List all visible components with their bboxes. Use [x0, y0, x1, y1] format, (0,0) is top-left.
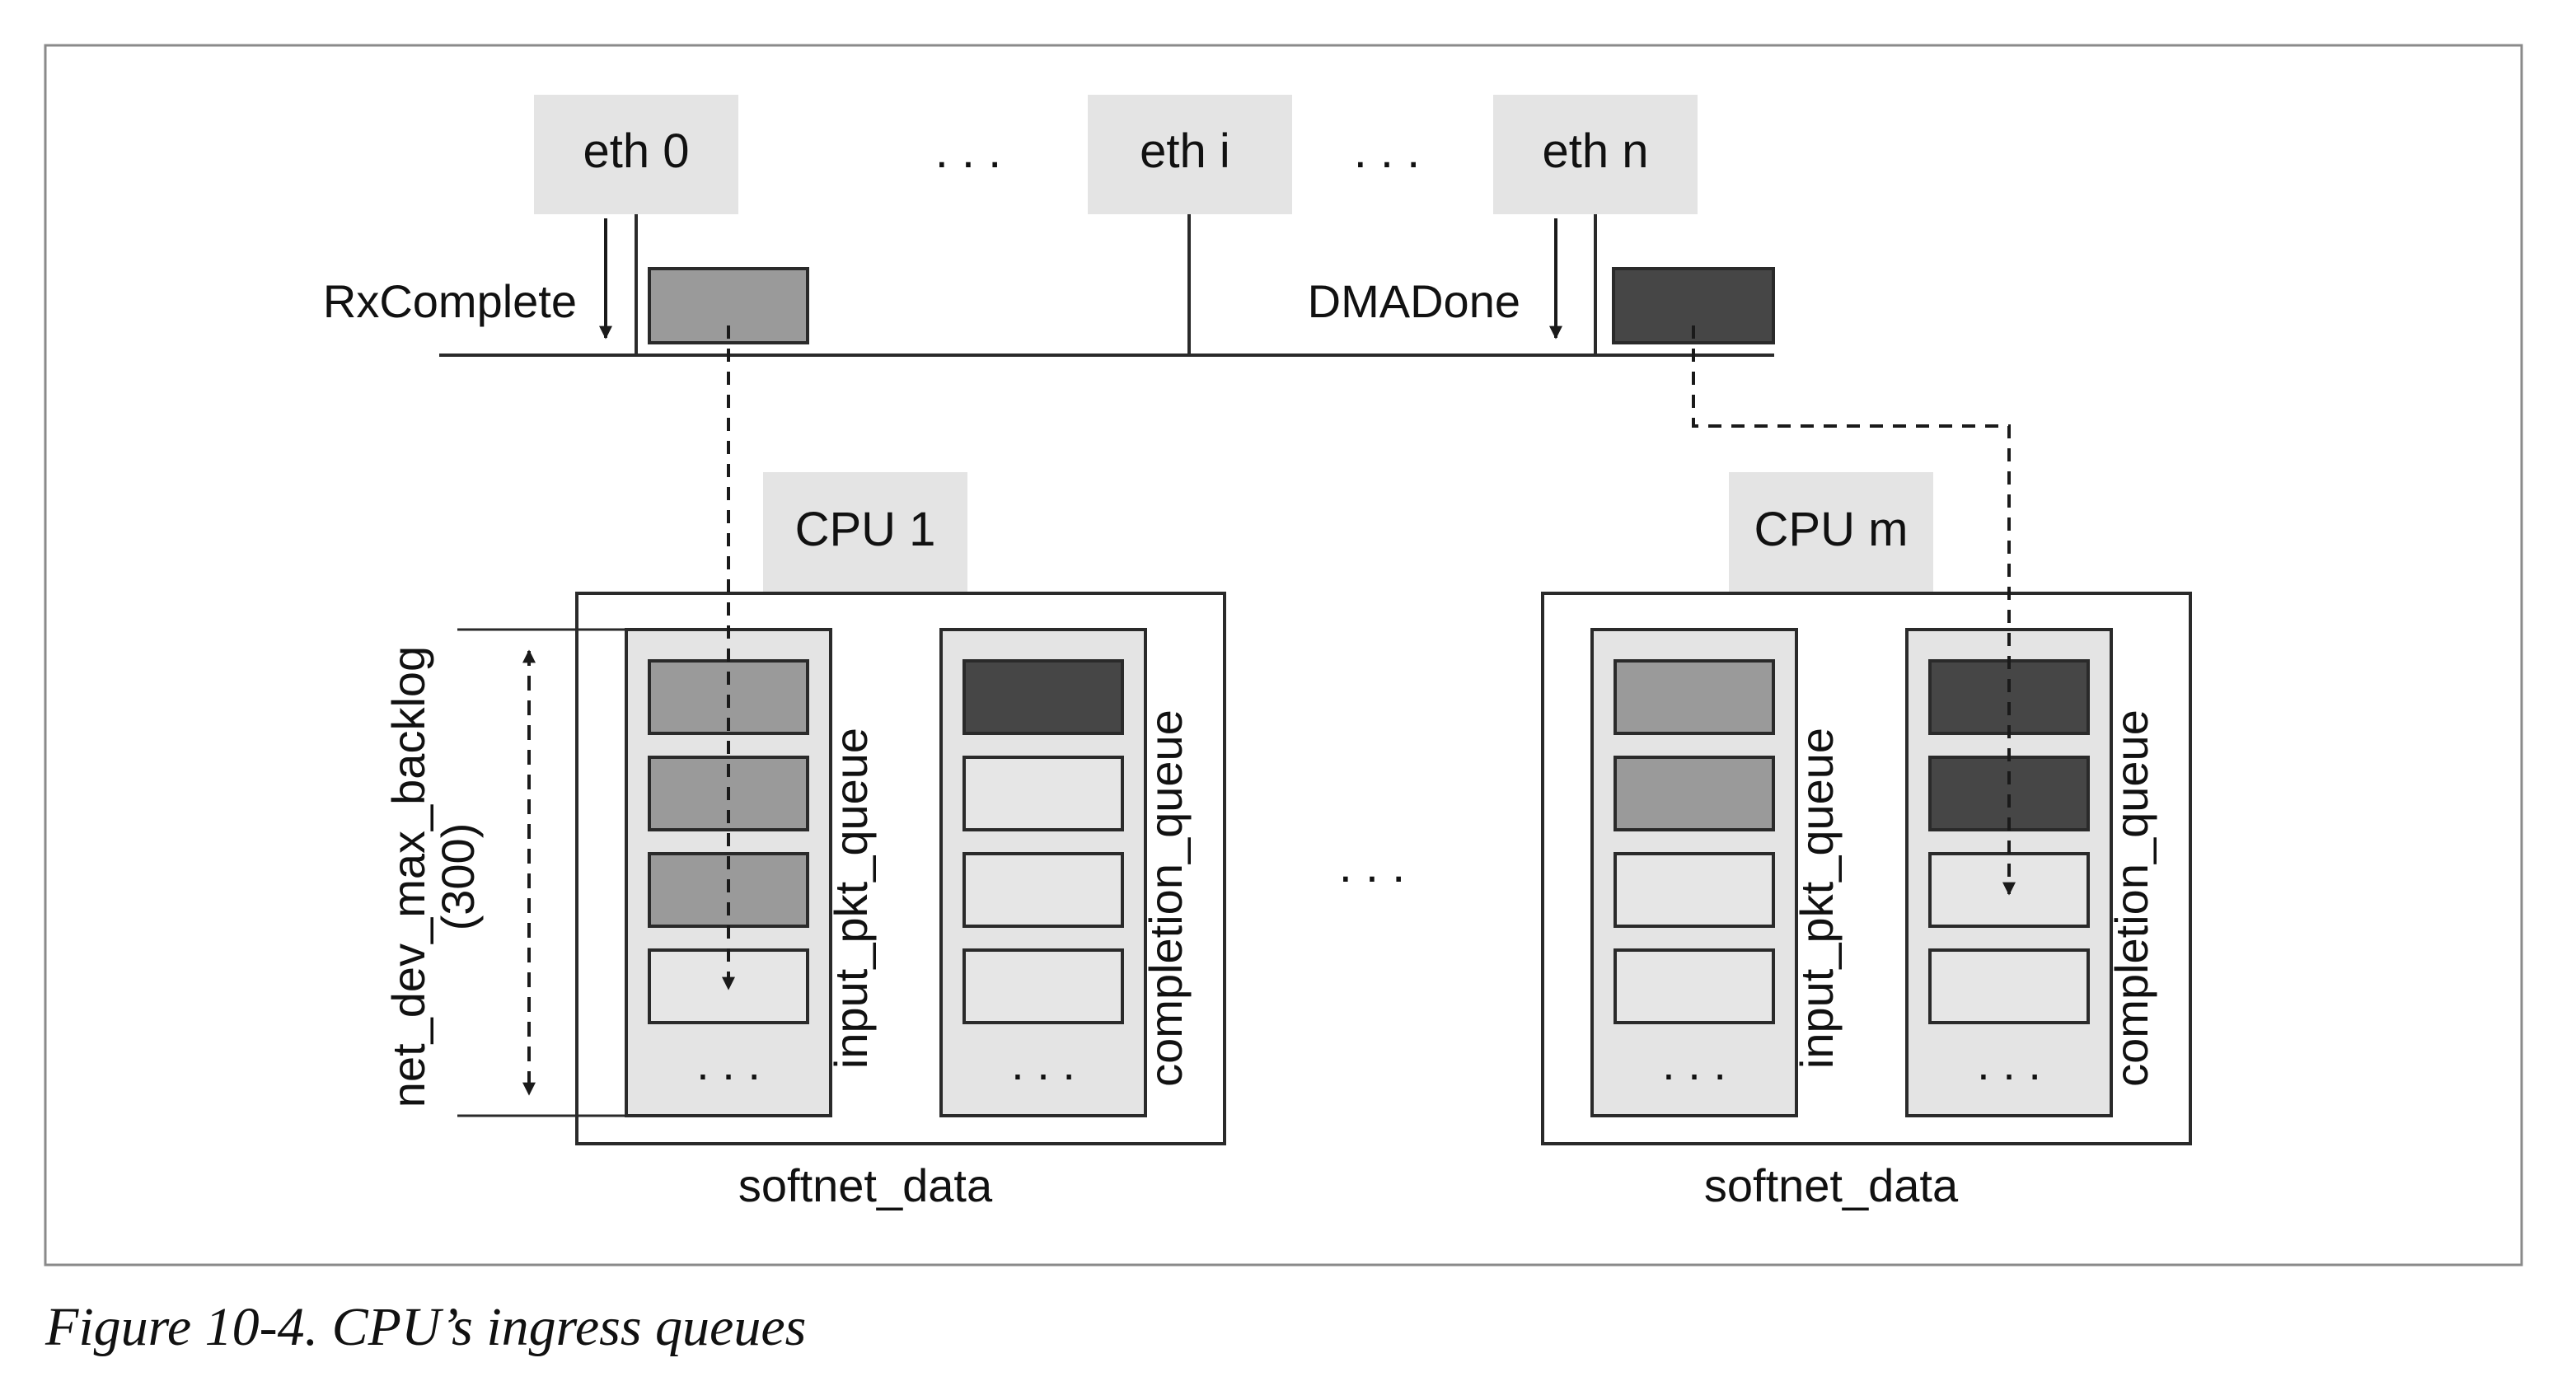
rx-complete-label: RxComplete — [323, 275, 577, 327]
dma-flow-arrow — [1692, 325, 2016, 896]
cpum-label: CPU m — [1754, 503, 1909, 556]
eth0-label: eth 0 — [583, 124, 690, 178]
backlog-label: net_dev_max_backlog — [382, 646, 434, 1107]
cpum-input-queue-ellipsis: . . . — [1662, 1037, 1726, 1089]
cpu1-completion-queue-ellipsis: . . . — [1011, 1037, 1075, 1089]
ethn-label: eth n — [1543, 124, 1649, 178]
cpu1-label: CPU 1 — [795, 503, 936, 556]
figure-caption: Figure 10-4. CPU’s ingress queues — [44, 1297, 806, 1357]
backlog-dimension — [457, 628, 626, 1117]
dma-frame-dark — [1612, 267, 1775, 344]
cpum-input-slot-1 — [1614, 659, 1775, 735]
cpu1-input-queue-name: input_pkt_queue — [825, 728, 877, 1069]
ethi-box — [1088, 95, 1292, 214]
cpu1-completion-slot-2 — [962, 756, 1124, 831]
eth0-box — [534, 95, 738, 214]
cpum-completion-slot-1 — [1928, 659, 2090, 735]
cpum-input-queue-name: input_pkt_queue — [1791, 728, 1843, 1069]
cpu1-input-queue-ellipsis: . . . — [696, 1037, 761, 1089]
cpum-box — [1729, 472, 1933, 592]
cpu1-completion-queue-name: completion_queue — [1140, 709, 1192, 1087]
cpu1-softnet-data-label: softnet_data — [738, 1159, 993, 1211]
dma-done-label: DMADone — [1308, 275, 1520, 327]
cpu1-completion-slot-1 — [962, 659, 1124, 735]
figure-frame — [44, 44, 2523, 1267]
ethn-box — [1493, 95, 1698, 214]
cpus-ellipsis: . . . — [1339, 839, 1406, 892]
cpum-softnet-data-label: softnet_data — [1704, 1159, 1959, 1211]
cpum-completion-queue-ellipsis: . . . — [1977, 1037, 2041, 1089]
backlog-value: (300) — [432, 823, 484, 931]
cpu1-completion-slot-3 — [962, 852, 1124, 928]
cpum-completion-queue-name: completion_queue — [2105, 709, 2157, 1087]
interfaces-ellipsis-1: . . . — [935, 124, 1002, 178]
cpum-input-slot-2 — [1614, 756, 1775, 831]
ethi-label: eth i — [1140, 124, 1230, 178]
cpum-input-slot-3 — [1614, 852, 1775, 928]
interfaces-ellipsis-2: . . . — [1354, 124, 1421, 178]
cpum-input-slot-4 — [1614, 948, 1775, 1024]
cpu1-completion-slot-4 — [962, 948, 1124, 1024]
cpu1-box — [763, 472, 967, 592]
interface-connectors — [635, 214, 1597, 354]
cpum-completion-slot-4 — [1928, 948, 2090, 1024]
